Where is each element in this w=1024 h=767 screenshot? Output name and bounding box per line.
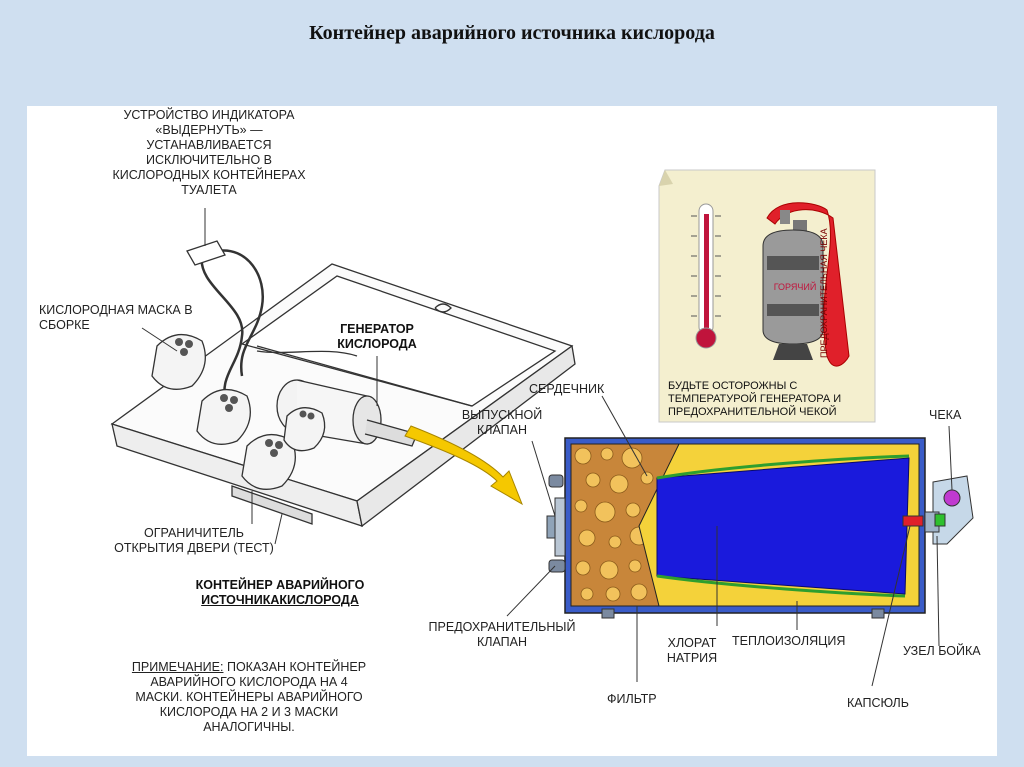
note-title: ПРИМЕЧАНИЕ: xyxy=(131,660,224,674)
warning-card: ГОРЯЧИЙ ПРЕДОХРАНИТЕЛЬНАЯ ЧЕКА xyxy=(658,169,876,423)
note-line-5: АНАЛОГИЧНЫ. xyxy=(203,720,295,734)
container-label: КОНТЕЙНЕР АВАРИЙНОГО ИСТОЧНИКАКИСЛОРОДА xyxy=(175,578,385,608)
diagram-canvas: ГОРЯЧИЙ ПРЕДОХРАНИТЕЛЬНАЯ ЧЕКА xyxy=(110,169,974,687)
core-label: СЕРДЕЧНИК xyxy=(529,382,605,396)
limiter-line-2: ОТКРЫТИЯ ДВЕРИ (ТЕСТ) xyxy=(114,541,274,555)
indicator-line-2: «ВЫДЕРНУТЬ» — xyxy=(155,123,263,137)
leader-lines-left xyxy=(141,208,378,545)
indicator-line-3: УСТАНАВЛИВАЕТСЯ xyxy=(146,138,272,152)
container-line-1: КОНТЕЙНЕР АВАРИЙНОГО xyxy=(195,578,365,592)
chlorate-label: ХЛОРАТ НАТРИЯ xyxy=(657,636,727,666)
pointer-arrow xyxy=(404,425,523,506)
note-line-1: ПРИМЕЧАНИЕ: ПОКАЗАН КОНТЕЙНЕР xyxy=(99,660,399,675)
safety-valve-line-2: КЛАПАН xyxy=(476,635,528,649)
note-line-2: АВАРИЙНОГО КИСЛОРОДА НА 4 xyxy=(150,675,348,689)
note-line-1-text: ПОКАЗАН КОНТЕЙНЕР xyxy=(226,660,367,674)
filter-label: ФИЛЬТР xyxy=(607,692,657,706)
safety-valve-line-1: ПРЕДОХРАНИТЕЛЬНЫЙ xyxy=(428,620,576,634)
pin-label: ЧЕКА xyxy=(929,408,962,422)
container-line-2: ИСТОЧНИКАКИСЛОРОДА xyxy=(201,593,359,607)
indicator-label: УСТРОЙСТВО ИНДИКАТОРА «ВЫДЕРНУТЬ» — УСТА… xyxy=(99,108,319,198)
chlorate-line-1: ХЛОРАТ xyxy=(667,636,717,650)
release-valve-line-2: КЛАПАН xyxy=(476,423,528,437)
limiter-line-1: ОГРАНИЧИТЕЛЬ xyxy=(143,526,245,540)
insulation-label: ТЕПЛОИЗОЛЯЦИЯ xyxy=(732,634,846,648)
mask-line-1: КИСЛОРОДНАЯ МАСКА В xyxy=(39,303,193,317)
generator-line-1: ГЕНЕРАТОР xyxy=(340,322,414,336)
striker-label: УЗЕЛ БОЙКА xyxy=(903,644,981,658)
mask-line-2: СБОРКЕ xyxy=(39,318,90,332)
slide-title: Контейнер аварийного источника кислорода xyxy=(309,22,715,44)
hot-label: ГОРЯЧИЙ xyxy=(774,281,817,292)
capsule-label: КАПСЮЛЬ xyxy=(847,696,909,710)
release-valve-label: ВЫПУСКНОЙ КЛАПАН xyxy=(452,408,552,438)
indicator-line-1: УСТРОЙСТВО ИНДИКАТОРА xyxy=(123,108,295,122)
generator-line-2: КИСЛОРОДА xyxy=(337,337,417,351)
indicator-line-4: ИСКЛЮЧИТЕЛЬНО В xyxy=(146,153,272,167)
mask-tray-drawing xyxy=(110,240,576,528)
note-line-4: КИСЛОРОДА НА 2 И 3 МАСКИ xyxy=(159,705,339,719)
indicator-line-6: ТУАЛЕТА xyxy=(181,183,237,197)
release-valve-line-1: ВЫПУСКНОЙ xyxy=(461,408,543,422)
safety-tag-label: ПРЕДОХРАНИТЕЛЬНАЯ ЧЕКА xyxy=(819,228,829,358)
leader-lines-right xyxy=(506,395,953,687)
warning-caption-line-2: ТЕМПЕРАТУРОЙ ГЕНЕРАТОРА И xyxy=(668,393,842,405)
note-block: ПРИМЕЧАНИЕ: ПОКАЗАН КОНТЕЙНЕР АВАРИЙНОГО… xyxy=(99,660,399,735)
indicator-line-5: КИСЛОРОДНЫХ КОНТЕЙНЕРАХ xyxy=(112,168,306,182)
oxygen-container-section xyxy=(546,437,974,619)
warning-caption-line-1: БУДЬТЕ ОСТОРОЖНЫ С xyxy=(668,380,798,392)
warning-caption-line-3: ПРЕДОХРАНИТЕЛЬНОЙ ЧЕКОЙ xyxy=(668,406,837,418)
note-line-3: МАСКИ. КОНТЕЙНЕРЫ АВАРИЙНОГО xyxy=(135,690,363,704)
safety-valve-label: ПРЕДОХРАНИТЕЛЬНЫЙ КЛАПАН xyxy=(417,620,587,650)
warning-caption: БУДЬТЕ ОСТОРОЖНЫ С ТЕМПЕРАТУРОЙ ГЕНЕРАТО… xyxy=(668,380,841,419)
generator-label: ГЕНЕРАТОР КИСЛОРОДА xyxy=(317,322,437,352)
diagram-panel: ГОРЯЧИЙ ПРЕДОХРАНИТЕЛЬНАЯ ЧЕКА xyxy=(27,106,997,756)
limiter-label: ОГРАНИЧИТЕЛЬ ОТКРЫТИЯ ДВЕРИ (ТЕСТ) xyxy=(99,526,289,556)
chlorate-line-2: НАТРИЯ xyxy=(666,651,718,665)
mask-label: КИСЛОРОДНАЯ МАСКА В СБОРКЕ xyxy=(39,303,193,333)
